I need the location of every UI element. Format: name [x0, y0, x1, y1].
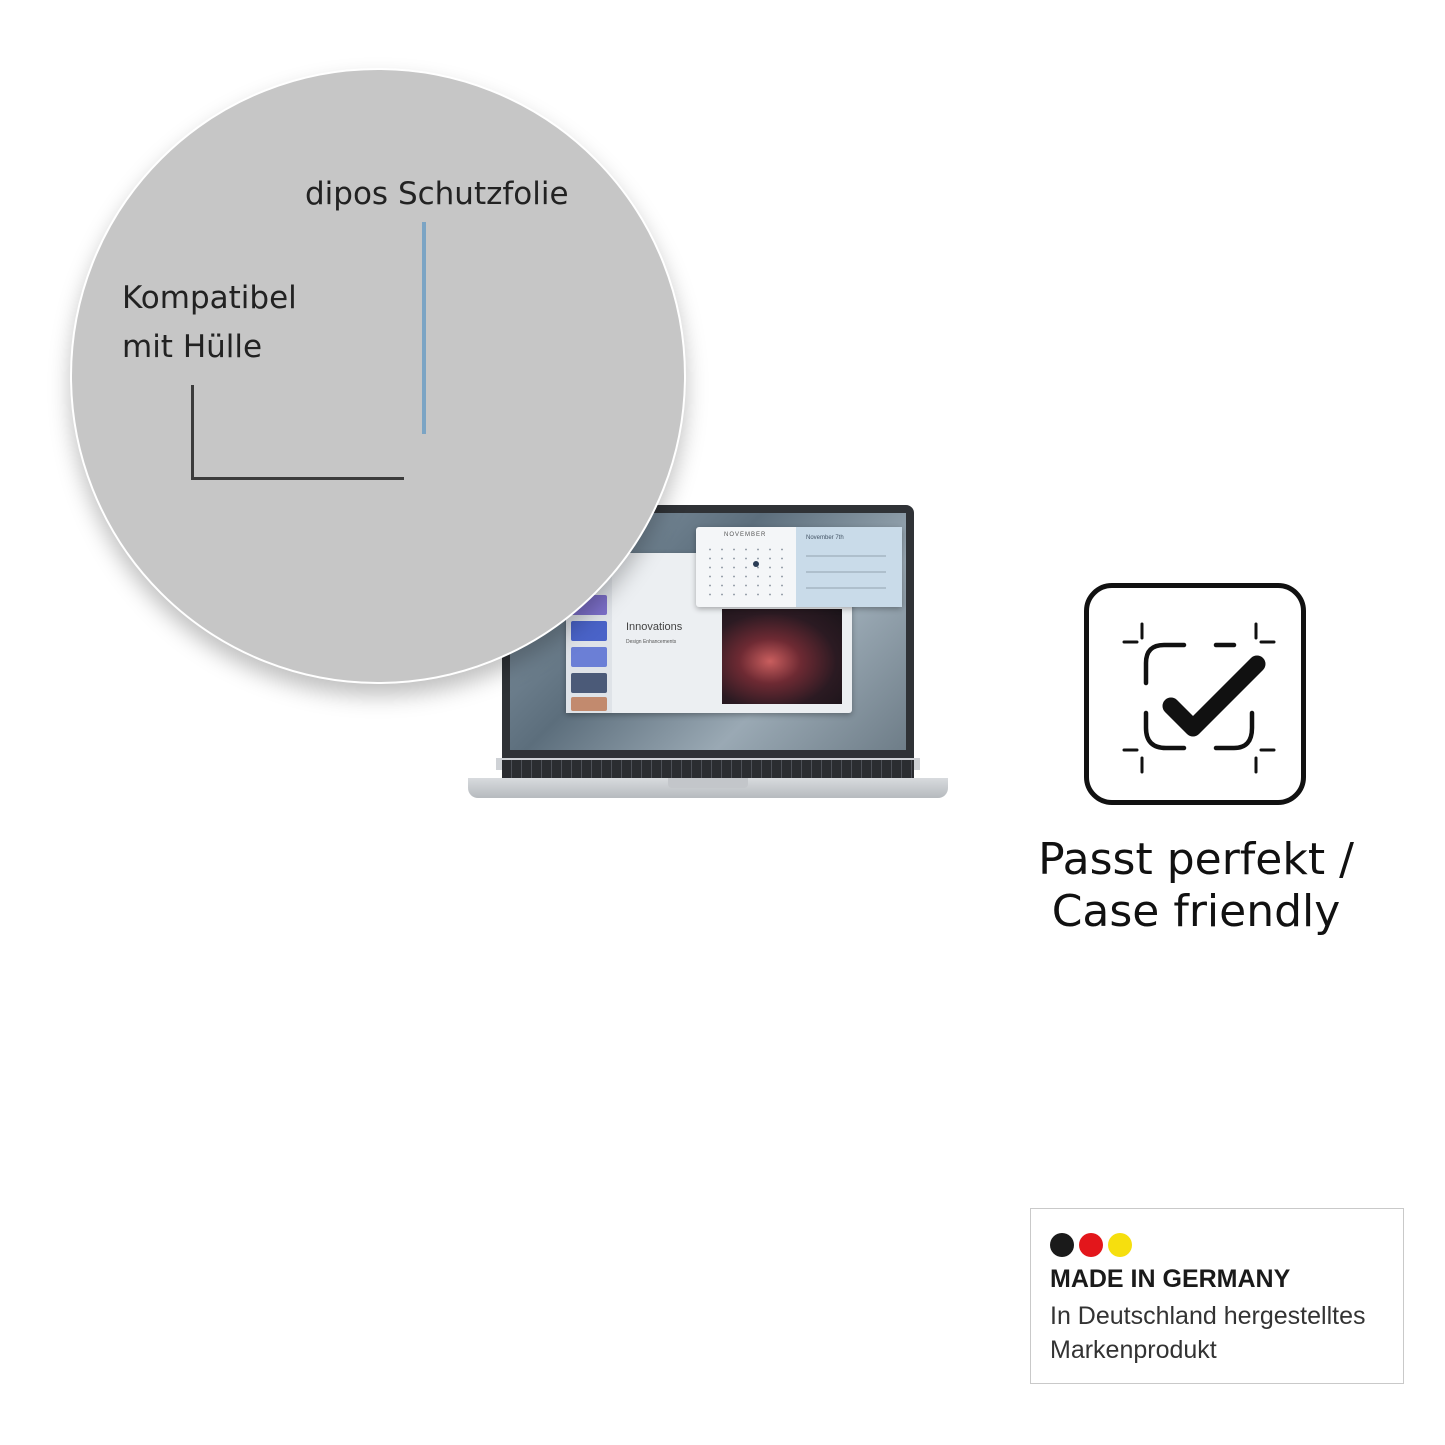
thumbnail — [571, 621, 607, 641]
thumbnail — [571, 647, 607, 667]
laptop-keyboard — [502, 760, 914, 778]
thumbnail — [571, 697, 607, 711]
check-in-frame-icon — [1084, 583, 1306, 805]
badge-subtitle-line2: Markenprodukt — [1050, 1336, 1217, 1364]
flag-dot-black — [1050, 1233, 1074, 1257]
agenda-item — [806, 555, 886, 557]
label-protective-film: dipos Schutzfolie — [305, 176, 569, 212]
label-case-compatible: Kompatibel mit Hülle — [122, 274, 297, 372]
artwork — [722, 609, 842, 704]
feature-caption: Passt perfekt / Case friendly — [1020, 834, 1372, 938]
case-edge-line-vertical — [191, 385, 194, 480]
case-edge-line-horizontal — [191, 477, 404, 480]
calendar-selected-day — [753, 561, 759, 567]
agenda-item — [806, 571, 886, 573]
badge-title: MADE IN GERMANY — [1050, 1265, 1291, 1293]
made-in-germany-badge: MADE IN GERMANY In Deutschland hergestel… — [1030, 1208, 1404, 1384]
film-edge-line — [422, 222, 426, 434]
agenda-item — [806, 587, 886, 589]
feature-caption-line1: Passt perfekt / — [1038, 834, 1354, 885]
laptop-base — [468, 778, 948, 798]
laptop-touchpad — [668, 778, 748, 788]
calendar-month: NOVEMBER — [724, 532, 767, 538]
calendar-widget: NOVEMBER November 7th — [696, 527, 902, 607]
badge-subtitle-line1: In Deutschland hergestelltes — [1050, 1302, 1366, 1330]
feature-caption-line2: Case friendly — [1051, 886, 1341, 937]
calendar-date: November 7th — [806, 535, 844, 541]
zoom-circle — [70, 68, 686, 684]
flag-dot-red — [1079, 1233, 1103, 1257]
app-title: Innovations — [626, 621, 683, 633]
label-case-compatible-line1: Kompatibel — [122, 280, 297, 316]
badge-subtitle: In Deutschland hergestelltes Markenprodu… — [1050, 1299, 1365, 1367]
calendar-month-view: NOVEMBER — [696, 527, 796, 607]
flag-dot-gold — [1108, 1233, 1132, 1257]
check-in-frame-icon-graphic — [1122, 622, 1276, 774]
calendar-agenda: November 7th — [796, 527, 902, 607]
app-subtitle: Design Enhancements — [626, 639, 677, 645]
calendar-grid — [704, 545, 790, 601]
label-case-compatible-line2: mit Hülle — [122, 329, 263, 365]
thumbnail — [571, 673, 607, 693]
